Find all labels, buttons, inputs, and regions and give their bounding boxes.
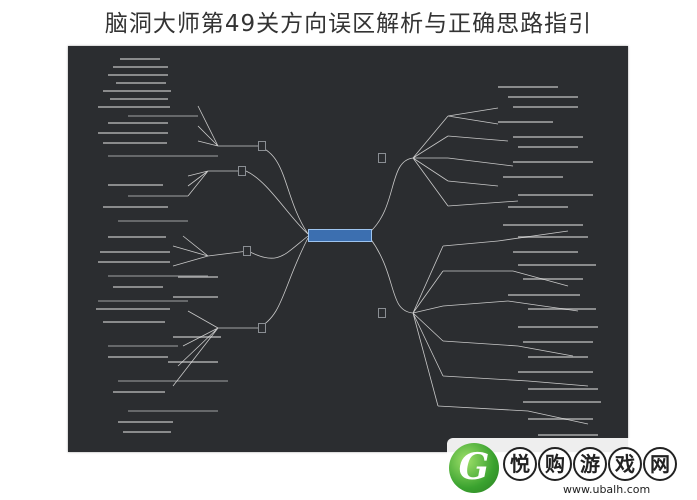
central-topic xyxy=(308,229,372,242)
connector-right-1 xyxy=(369,157,414,233)
page-title: 脑洞大师第49关方向误区解析与正确思路指引 xyxy=(104,11,593,37)
mindmap-connectors xyxy=(96,58,601,436)
logo-letter: G xyxy=(458,446,490,488)
branch-node xyxy=(258,323,266,333)
connector-right-2 xyxy=(369,237,414,314)
brand-char: 网 xyxy=(643,447,677,481)
branch-node xyxy=(378,153,386,163)
branch-node xyxy=(243,246,251,256)
brand-name: 悦 购 游 戏 网 xyxy=(503,447,677,481)
connector-left-1 xyxy=(257,145,309,235)
mindmap-canvas xyxy=(68,46,628,452)
branch-node xyxy=(238,166,246,176)
connector-left-3 xyxy=(247,235,309,259)
brand-char: 悦 xyxy=(503,447,537,481)
connector-left-2 xyxy=(245,170,309,235)
branch-node xyxy=(258,141,266,151)
site-domain[interactable]: www.ubalh.com xyxy=(563,483,651,496)
brand-char: 购 xyxy=(538,447,572,481)
brand-char: 游 xyxy=(573,447,607,481)
brand-char: 戏 xyxy=(608,447,642,481)
connector-left-4 xyxy=(257,237,309,329)
branch-node xyxy=(378,308,386,318)
site-logo-icon xyxy=(449,443,499,493)
